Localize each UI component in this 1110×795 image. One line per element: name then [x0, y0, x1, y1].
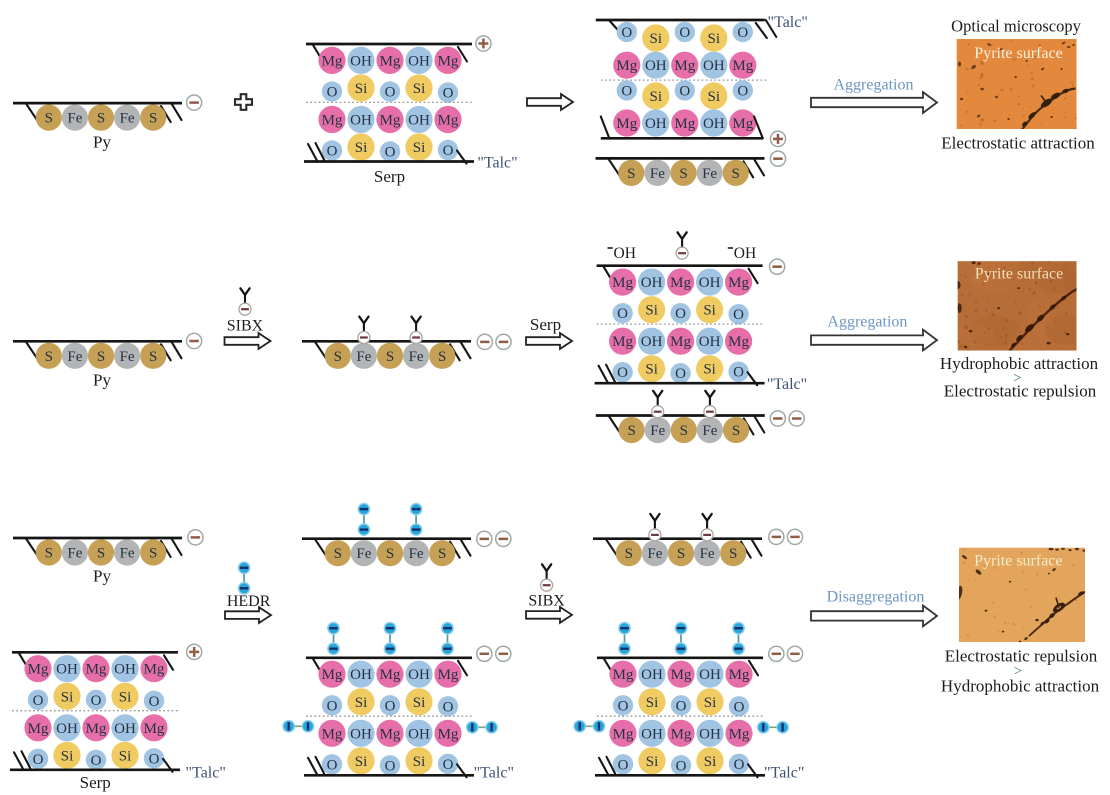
svg-text:Electrostatic attraction: Electrostatic attraction [941, 134, 1095, 153]
svg-text:Optical microscopy: Optical microscopy [951, 17, 1081, 36]
svg-text:>: > [1014, 664, 1022, 680]
svg-text:Py: Py [93, 133, 111, 152]
svg-text:Py: Py [93, 567, 111, 586]
svg-text:HEDR: HEDR [227, 593, 271, 610]
svg-text:"Talc": "Talc" [768, 14, 808, 31]
svg-text:Serp: Serp [80, 773, 111, 792]
svg-text:"Talc": "Talc" [764, 765, 804, 782]
svg-text:Aggregation: Aggregation [827, 314, 907, 331]
svg-text:SIBX: SIBX [528, 593, 565, 610]
svg-text:"Talc": "Talc" [474, 765, 514, 782]
svg-text:Serp: Serp [530, 315, 561, 334]
svg-text:Disaggregation: Disaggregation [827, 589, 925, 606]
svg-text:OH: OH [614, 245, 636, 262]
svg-text:"Talc": "Talc" [767, 376, 807, 393]
svg-text:Hydrophobic attraction: Hydrophobic attraction [940, 354, 1099, 373]
svg-text:>: > [1013, 371, 1021, 387]
svg-text:"Talc": "Talc" [477, 155, 517, 172]
svg-text:SIBX: SIBX [227, 318, 264, 335]
svg-text:Electrostatic repulsion: Electrostatic repulsion [944, 382, 1097, 401]
svg-text:Pyrite surface: Pyrite surface [974, 553, 1062, 570]
svg-text:Electrostatic repulsion: Electrostatic repulsion [945, 647, 1098, 666]
svg-text:Pyrite surface: Pyrite surface [974, 45, 1062, 62]
svg-text:OH: OH [734, 245, 756, 262]
svg-text:Pyrite surface: Pyrite surface [975, 266, 1063, 283]
svg-text:Py: Py [93, 371, 111, 390]
svg-text:"Talc": "Talc" [186, 765, 226, 782]
svg-text:Aggregation: Aggregation [834, 77, 914, 94]
svg-text:Hydrophobic attraction: Hydrophobic attraction [941, 677, 1100, 696]
svg-text:Serp: Serp [374, 167, 405, 186]
